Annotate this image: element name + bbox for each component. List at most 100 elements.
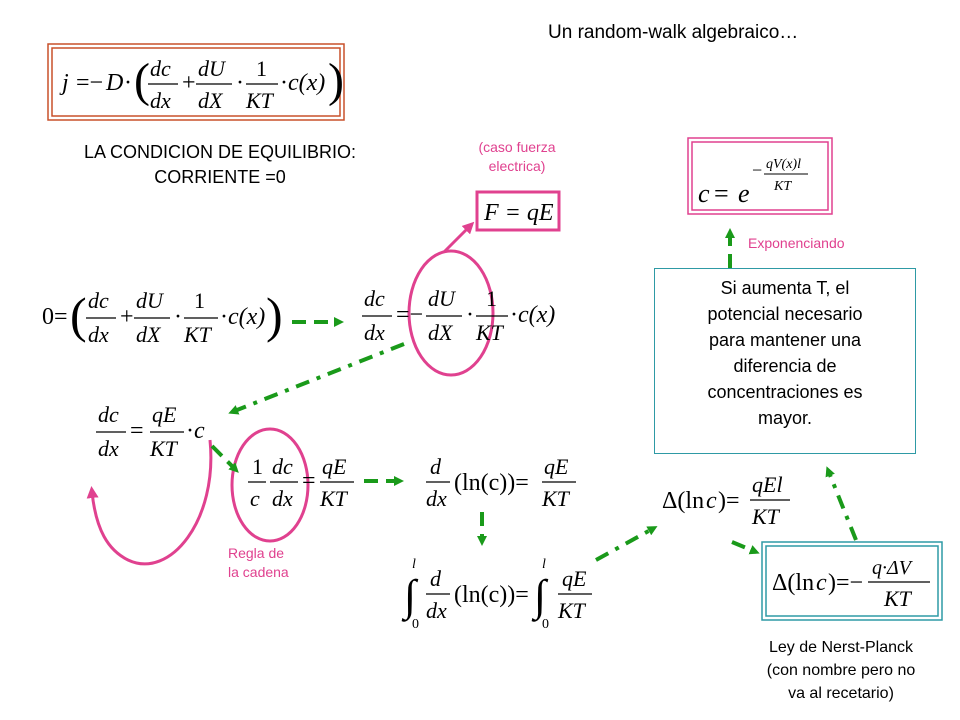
step-arrow-7 <box>731 540 760 555</box>
force-equation: F = qE <box>483 200 554 226</box>
svg-text:·: · <box>220 304 228 330</box>
info-line-1: Si aumenta T, el <box>720 278 850 298</box>
ley-nerst-planck-caption: Ley de Nerst-Planck (con nombre pero no … <box>730 636 952 705</box>
svg-text:0: 0 <box>542 617 549 632</box>
dU-dX-highlight-circle <box>407 249 495 377</box>
info-line-2: potencial necesario <box>707 304 863 324</box>
info-line-5: concentraciones es <box>707 382 863 402</box>
svg-text:dc: dc <box>150 56 171 81</box>
svg-text:∫: ∫ <box>531 571 549 622</box>
svg-text:dx: dx <box>426 598 447 623</box>
svg-text:·: · <box>280 70 288 96</box>
svg-text:c(x): c(x) <box>228 304 265 330</box>
exponenciando-note: Exponenciando <box>748 235 845 251</box>
svg-text:)=−: )=− <box>828 570 863 596</box>
condition-line-1: LA CONDICION DE EQUILIBRIO: <box>83 142 357 162</box>
exponential-equation: c = e − qV(x)l KT <box>698 157 808 208</box>
svg-text:dx: dx <box>98 436 119 461</box>
svg-text:qE: qE <box>544 454 569 479</box>
svg-text:=: = <box>302 468 316 494</box>
condition-line-2: CORRIENTE =0 <box>154 167 286 187</box>
force-equation-box <box>475 190 561 232</box>
svg-text:j: j <box>59 70 69 96</box>
svg-text:+: + <box>182 70 196 96</box>
svg-text:·: · <box>510 302 518 328</box>
svg-text:KT: KT <box>475 320 505 345</box>
svg-text:D: D <box>105 70 123 96</box>
to-force-arrow <box>442 221 475 254</box>
svg-text:dx: dx <box>88 322 109 347</box>
svg-text:dX: dX <box>198 88 224 113</box>
svg-text:c: c <box>194 418 205 444</box>
svg-text:KT: KT <box>751 504 781 529</box>
zero-current-equation: 0= ( dc dx + dU dX · 1 KT · c(x) ) <box>42 287 283 347</box>
svg-text:dU: dU <box>136 288 165 313</box>
chain-rule-highlight-circle <box>230 427 310 543</box>
svg-text:0=: 0= <box>42 304 68 330</box>
svg-text:KT: KT <box>773 179 792 194</box>
svg-text:Δ(ln: Δ(ln <box>772 570 814 596</box>
svg-text:KT: KT <box>541 486 571 511</box>
svg-text:1: 1 <box>486 286 497 311</box>
svg-text:qE: qE <box>322 454 347 479</box>
svg-text:=: = <box>130 418 144 444</box>
step-arrow-2 <box>228 342 405 415</box>
svg-text:1: 1 <box>194 288 205 313</box>
svg-text:1: 1 <box>252 454 263 479</box>
svg-text:KT: KT <box>557 598 587 623</box>
info-line-3: para mantener una <box>708 330 862 350</box>
caso-line-2: electrica) <box>488 158 546 174</box>
flux-equation-box <box>47 43 345 121</box>
svg-text:KT: KT <box>183 322 213 347</box>
svg-text:d: d <box>430 566 442 591</box>
svg-text:·: · <box>174 304 182 330</box>
info-line-4: diferencia de <box>733 356 837 376</box>
svg-text:d: d <box>430 454 442 479</box>
svg-text:qEl: qEl <box>752 472 783 497</box>
svg-text:dU: dU <box>428 286 457 311</box>
svg-text:·: · <box>236 70 244 96</box>
ley-line-3: va al recetario) <box>788 685 894 702</box>
svg-text:Δ(ln: Δ(ln <box>662 488 704 514</box>
svg-text:dx: dx <box>426 486 447 511</box>
step-arrow-8 <box>825 466 858 541</box>
svg-text:+: + <box>120 304 134 330</box>
svg-text:(: ( <box>134 54 150 107</box>
svg-text:=−: =− <box>396 302 423 328</box>
exponential-equation-box <box>687 137 833 215</box>
svg-text:=: = <box>714 179 729 208</box>
ley-line-1: Ley de Nerst-Planck <box>768 639 914 656</box>
svg-text:dX: dX <box>428 320 454 345</box>
svg-text:): ) <box>328 54 344 107</box>
svg-text:(ln(c))=: (ln(c))= <box>454 582 529 608</box>
svg-text:∫: ∫ <box>401 571 419 622</box>
svg-text:dc: dc <box>98 402 119 427</box>
svg-text:KT: KT <box>319 486 349 511</box>
flux-equation: j =− D · ( dc dx + dU dX · 1 KT · c(x) ) <box>59 54 344 113</box>
svg-text:dx: dx <box>150 88 171 113</box>
electric-field-equation: dc dx = qE KT · c <box>96 402 205 461</box>
svg-text:c: c <box>698 179 710 208</box>
svg-text:KT: KT <box>883 586 913 611</box>
svg-text:)=: )= <box>718 488 740 514</box>
svg-text:·: · <box>186 418 194 444</box>
svg-text:dx: dx <box>364 320 385 345</box>
svg-text:−: − <box>752 160 762 180</box>
integral-equation: l ∫ 0 d dx (ln(c))= l ∫ 0 qE KT <box>401 557 592 632</box>
ley-line-2: (con nombre pero no <box>766 662 916 679</box>
svg-text:=−: =− <box>76 70 103 96</box>
svg-text:): ) <box>266 287 283 343</box>
svg-text:c: c <box>706 488 717 514</box>
svg-text:dx: dx <box>272 486 293 511</box>
svg-text:qV(x)l: qV(x)l <box>766 157 801 172</box>
svg-text:(: ( <box>70 287 87 343</box>
svg-text:dX: dX <box>136 322 162 347</box>
nerst-planck-equation-box <box>761 541 943 621</box>
equilibrium-condition: LA CONDICION DE EQUILIBRIO: CORRIENTE =0 <box>20 140 420 190</box>
svg-text:qE: qE <box>562 566 587 591</box>
svg-text:·: · <box>124 70 132 96</box>
step-arrow-6 <box>595 526 658 562</box>
regla-line-1: Regla de <box>228 545 285 561</box>
page-title: Un random-walk algebraico… <box>548 22 799 43</box>
